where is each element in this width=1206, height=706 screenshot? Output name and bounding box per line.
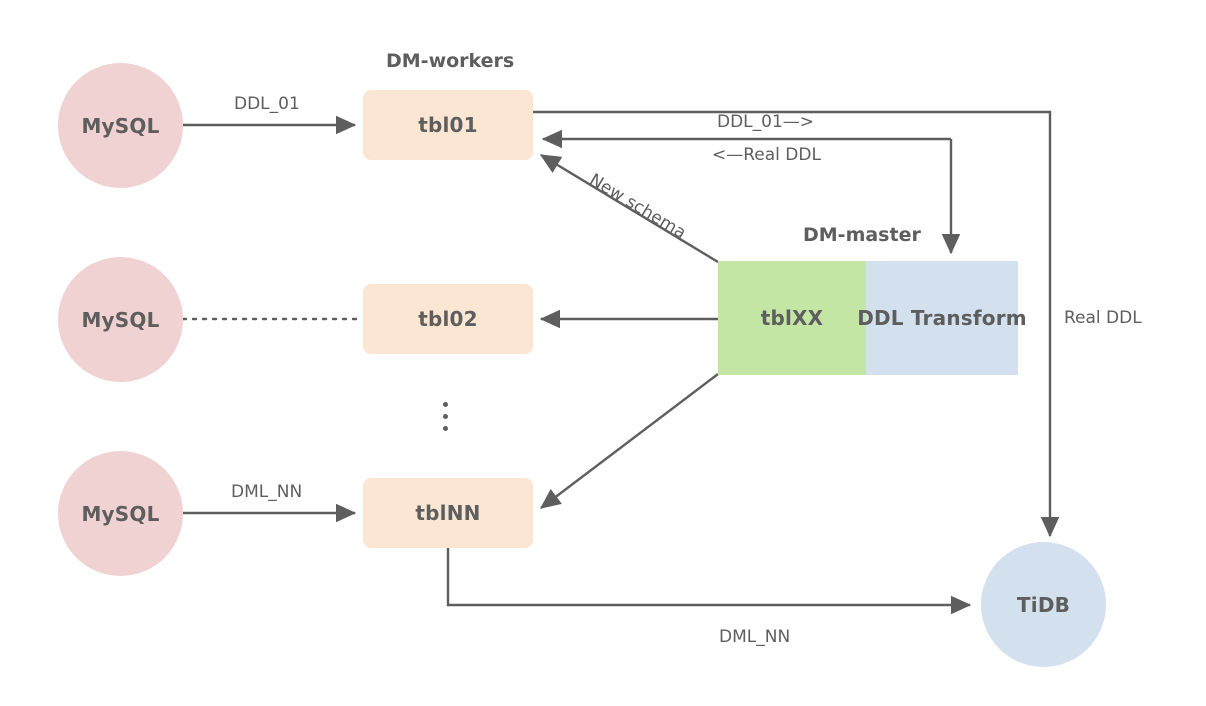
group-title-dm-master: DM-master [803,224,921,246]
node-mysql-2[interactable]: MySQL [58,257,183,382]
node-tblnn[interactable]: tblNN [363,478,533,548]
ellipsis-dot [443,426,448,431]
group-title-dm-workers: DM-workers [386,50,515,72]
node-tidb[interactable]: TiDB [981,542,1106,667]
edge-label-dml-nn-bottom: DML_NN [719,627,791,647]
node-master-ddl-transform[interactable]: DDL Transform [857,261,1027,375]
node-tbl02-label: tbl02 [418,307,478,331]
edge-label-new-schema: New schema [585,170,690,244]
edge-label-ddl-01-source: DDL_01 [234,94,300,114]
node-tbl01-label: tbl01 [418,113,478,137]
ellipsis-dot [443,402,448,407]
node-tidb-label: TiDB [1016,592,1071,617]
node-mysql-3-label: MySQL [81,501,160,526]
node-tbl02[interactable]: tbl02 [363,284,533,354]
node-tblnn-label: tblNN [415,501,481,525]
edge-tblnn-to-tidb-dml [446,547,972,615]
node-mysql-1[interactable]: MySQL [58,63,183,188]
node-mysql-1-label: MySQL [81,113,160,138]
node-tbl01[interactable]: tbl01 [363,90,533,160]
edge-master-to-tblnn [540,373,719,509]
edge-label-real-ddl-back: <—Real DDL [712,145,821,165]
node-master-ddl-transform-label: DDL Transform [857,306,1027,330]
edge-label-ddl-01-out: DDL_01—> [717,112,815,132]
node-mysql-2-label: MySQL [81,307,160,332]
edge-label-dml-nn-source: DML_NN [231,482,303,502]
node-master-tblxx[interactable]: tblXX [718,261,866,375]
edge-label-real-ddl-right: Real DDL [1064,308,1142,328]
ellipsis-dot [443,414,448,419]
worker-ellipsis [443,402,448,431]
node-mysql-3[interactable]: MySQL [58,451,183,576]
node-master-tblxx-label: tblXX [760,306,824,330]
